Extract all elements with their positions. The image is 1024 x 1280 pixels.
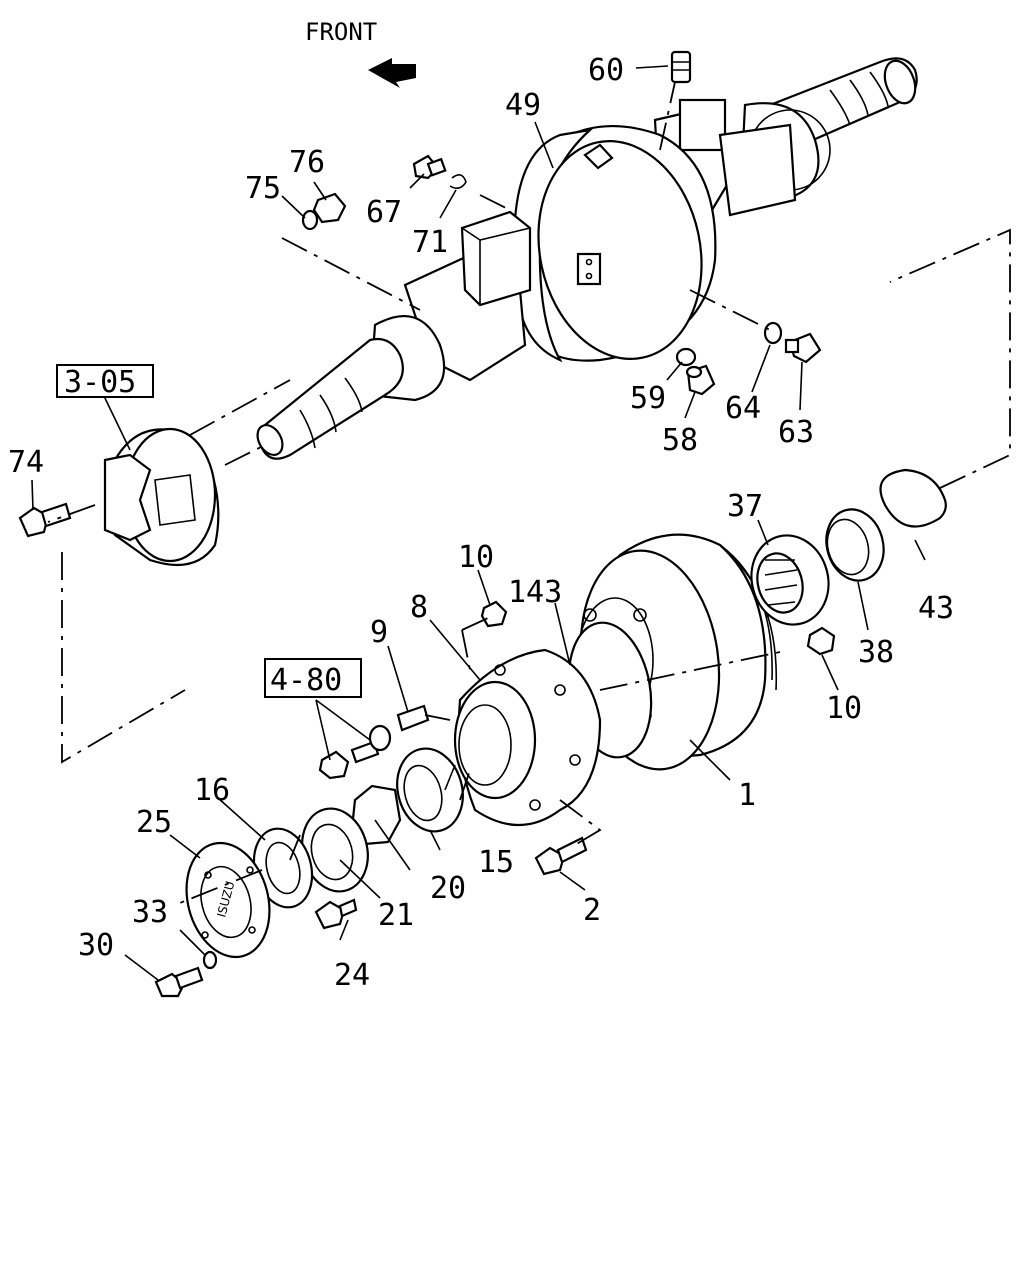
- callout-16: 16: [194, 773, 230, 808]
- callout-71: 71: [412, 225, 448, 260]
- bolt-24: [314, 898, 358, 930]
- callout-20: 20: [430, 871, 466, 906]
- callout-60: 60: [588, 53, 624, 88]
- alignment-lines: [47, 81, 1011, 906]
- callout-143: 143: [508, 575, 562, 610]
- callout-38: 38: [858, 635, 894, 670]
- callout-37: 37: [727, 489, 763, 524]
- front-label: FRONT: [305, 18, 377, 46]
- callout-10a: 10: [458, 540, 494, 575]
- callout-59: 59: [630, 381, 666, 416]
- callout-75: 75: [245, 171, 281, 206]
- callout-10b: 10: [826, 691, 862, 726]
- washer-64: [763, 321, 783, 345]
- hub-cap-25: [185, 841, 271, 959]
- nut-10-top: [480, 600, 508, 628]
- stud-9: [396, 704, 430, 732]
- callout-67: 67: [366, 195, 402, 230]
- callout-9: 9: [370, 615, 388, 650]
- ref-box-4-80-label: 4-80: [270, 663, 342, 698]
- callout-64: 64: [725, 391, 761, 426]
- callout-25: 25: [136, 805, 172, 840]
- leader-lines: [31, 65, 926, 981]
- callout-74: 74: [8, 445, 44, 480]
- filler-plug-63: [784, 332, 822, 364]
- inner-bearing-15: [396, 747, 464, 833]
- snap-ring-71: [449, 174, 467, 190]
- outer-bearing-37: [750, 534, 830, 626]
- front-arrow-icon: [368, 58, 416, 88]
- breather-plug: [670, 50, 692, 84]
- oring-59: [675, 347, 697, 367]
- callout-21: 21: [378, 898, 414, 933]
- callout-63: 63: [778, 415, 814, 450]
- axle-housing: [256, 57, 918, 460]
- callout-58: 58: [662, 423, 698, 458]
- callout-33: 33: [132, 895, 168, 930]
- stud-4-80: [350, 724, 392, 764]
- ref-box-4-80: [264, 658, 362, 698]
- bolt-30: [154, 966, 204, 998]
- callout-24: 24: [334, 958, 370, 993]
- callout-76: 76: [289, 145, 325, 180]
- callout-1: 1: [738, 778, 756, 813]
- bolt-67: [412, 154, 447, 180]
- bolt-2: [534, 836, 588, 876]
- ref-box-3-05: [56, 364, 154, 398]
- washer-75: [301, 209, 319, 231]
- wheel-hub: [453, 648, 602, 827]
- callout-2: 2: [583, 893, 601, 928]
- nut-76: [312, 192, 347, 224]
- callout-15: 15: [478, 845, 514, 880]
- bolt-74: [18, 502, 72, 538]
- callout-49: 49: [505, 88, 541, 123]
- callouts: 60 49 76 75 67 71 59 58 64 63 74 37 43 3…: [8, 53, 954, 993]
- callout-8: 8: [410, 590, 428, 625]
- callout-43: 43: [918, 591, 954, 626]
- callout-30: 30: [78, 928, 114, 963]
- seal-38: [825, 508, 885, 582]
- backing-plate: [103, 427, 220, 567]
- snap-ring-43: [879, 468, 947, 528]
- nut-4-80: [318, 750, 350, 780]
- drain-plug-58: [685, 364, 716, 396]
- nut-10-right: [806, 626, 836, 656]
- ref-box-3-05-label: 3-05: [64, 365, 136, 400]
- washer-33: [202, 950, 218, 970]
